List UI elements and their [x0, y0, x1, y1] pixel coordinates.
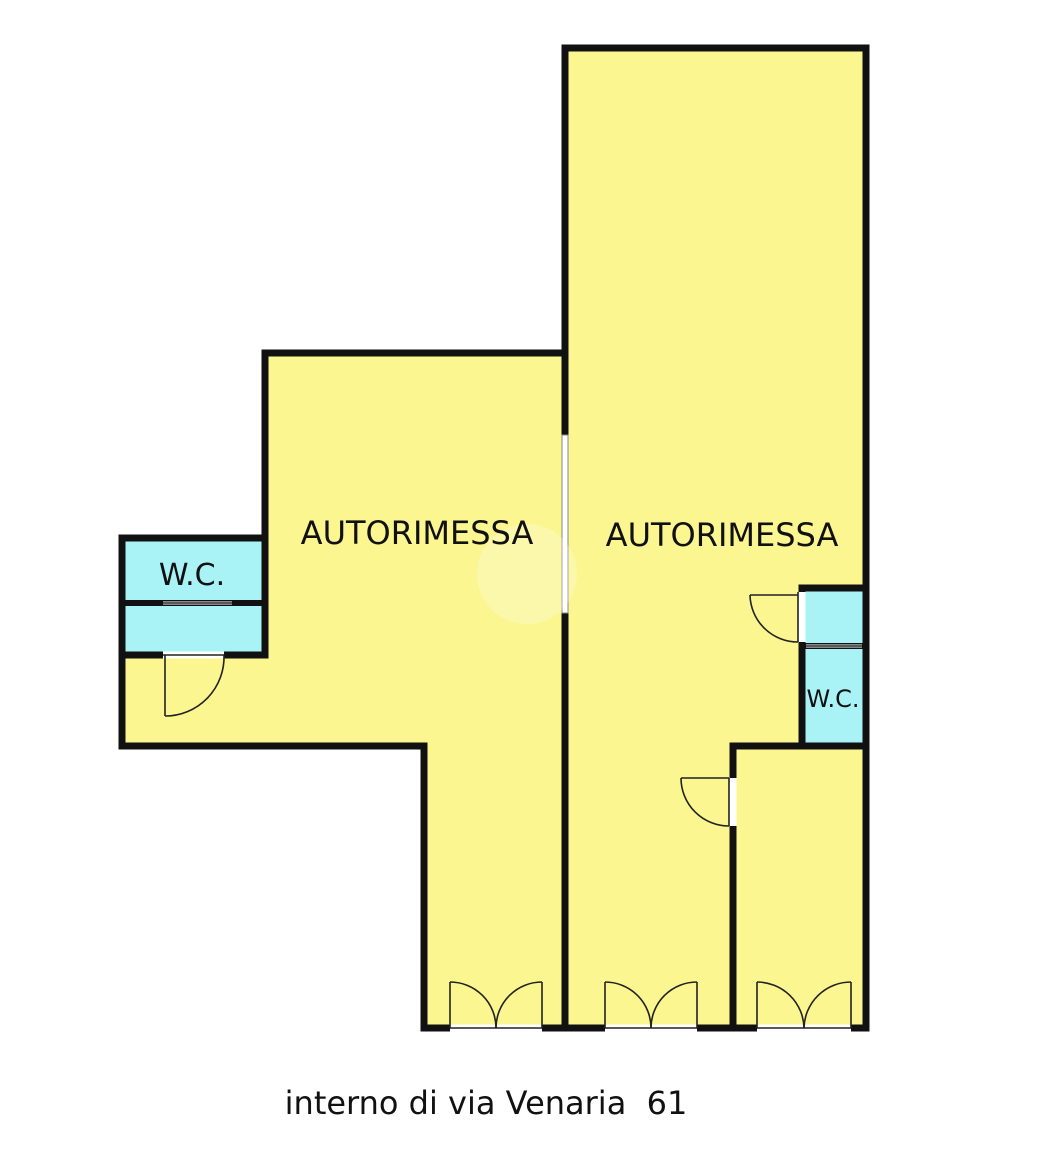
wall-small-room [729, 742, 870, 1032]
garage-right-label: AUTORIMESSA [606, 516, 839, 554]
door-wc-right-swing [749, 594, 799, 643]
garage-door-right [756, 981, 852, 1032]
garage-door-middle [604, 981, 698, 1032]
garage-door-left [449, 981, 543, 1032]
wc-right-area [802, 588, 866, 746]
garage-right-area [565, 48, 866, 1028]
wc-right-label: W.C. [807, 685, 860, 713]
wall-left-garage [118, 349, 569, 1032]
wall-right-garage [561, 44, 870, 1032]
door-wc-left-lower-swing [164, 654, 225, 717]
wc-left-area [122, 538, 265, 655]
garage-left-label: AUTORIMESSA [301, 514, 534, 552]
plan-caption: interno di via Venaria 61 [285, 1084, 688, 1122]
door-small-room-swing [680, 777, 730, 827]
garage-left-area [122, 353, 565, 1028]
passage-central [561, 434, 569, 614]
wc-left-label: W.C. [159, 558, 225, 593]
watermark-logo [477, 524, 577, 624]
